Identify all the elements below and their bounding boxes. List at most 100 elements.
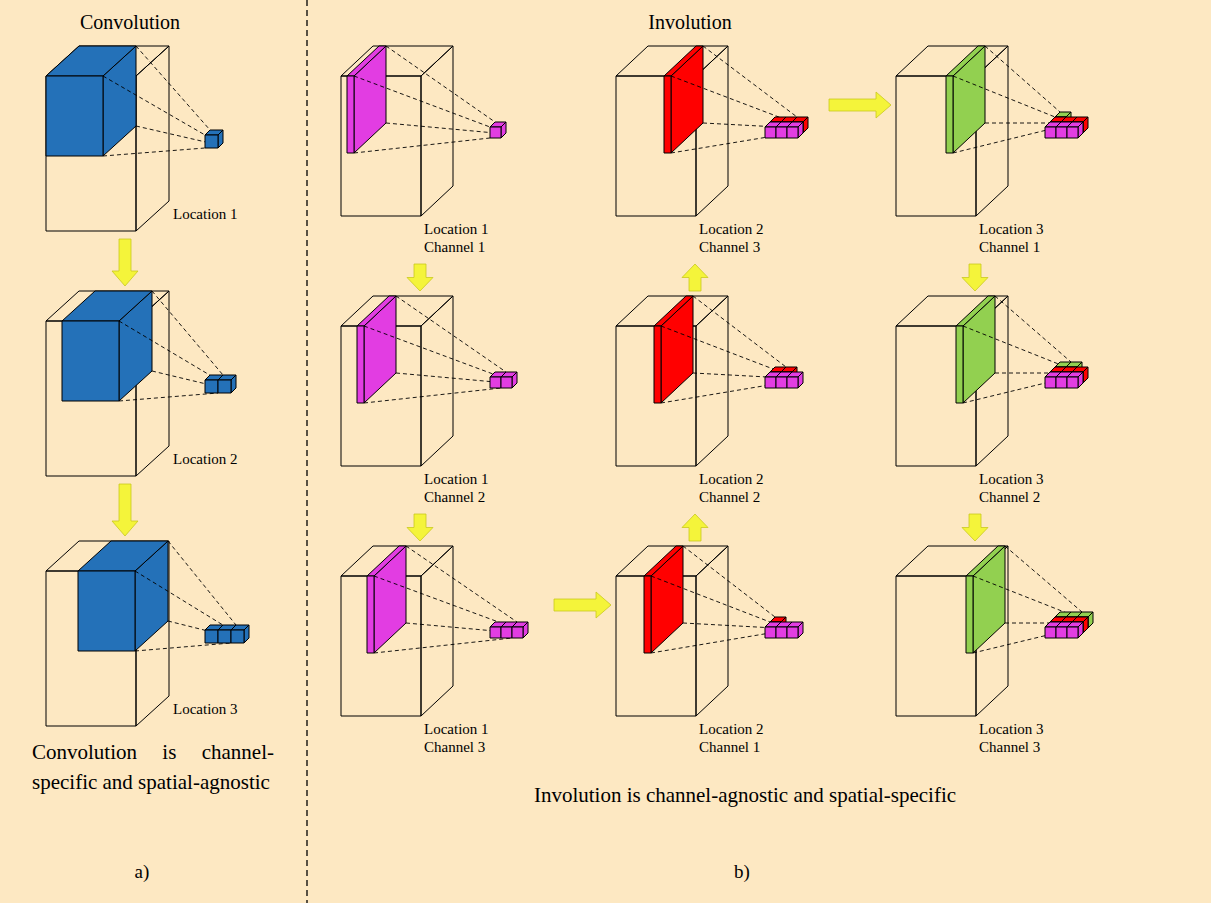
projection-line <box>1005 546 1082 612</box>
tensor-illustration <box>615 545 825 720</box>
feature-cube <box>896 546 1093 716</box>
tensor-node: Location 2 Channel 3 <box>615 45 825 260</box>
feature-cube <box>46 291 236 476</box>
projection-line <box>661 383 781 403</box>
tensor-illustration <box>895 295 1105 470</box>
kernel-slice-top <box>347 46 386 76</box>
kernel-slice-top <box>357 296 396 326</box>
projection-line <box>995 296 1071 362</box>
feature-cube <box>616 546 803 716</box>
flow-arrow <box>829 92 891 118</box>
flow-arrow <box>554 592 611 618</box>
output-cube-front <box>501 627 512 638</box>
location-label: Location 2 <box>173 450 238 468</box>
projection-line <box>374 638 512 653</box>
output-cube-top <box>1077 612 1093 617</box>
kernel-slice-front <box>654 326 661 403</box>
kernel-slice-front <box>644 576 651 653</box>
location-label: Location 3 Channel 1 <box>979 220 1061 256</box>
flow-arrow <box>962 264 988 291</box>
output-cube-front <box>1045 127 1056 138</box>
panel-title: Convolution <box>30 10 230 35</box>
kernel-slice-side <box>953 46 985 153</box>
location-label: Location 2 Channel 3 <box>699 220 781 256</box>
flow-arrow <box>682 264 708 291</box>
tensor-illustration <box>895 45 1105 220</box>
kernel-slice-side <box>354 46 386 153</box>
output-cube-front <box>218 630 231 643</box>
feature-cube <box>341 46 506 216</box>
projection-line <box>973 628 1077 653</box>
kernel-slice-top <box>367 546 406 576</box>
tensor-node: Location 2 Channel 2 <box>615 295 825 510</box>
location-label: Location 1 Channel 1 <box>424 220 506 256</box>
projection-line <box>683 623 775 628</box>
output-cube-top <box>1072 117 1088 122</box>
output-cube-front <box>490 627 501 638</box>
output-cube-top <box>1072 617 1088 622</box>
kernel-slice-side <box>651 546 683 653</box>
kernel-slice-front <box>664 76 671 153</box>
feature-cube <box>616 46 808 216</box>
tensor-outline-side <box>136 541 169 726</box>
kernel-block-front <box>46 76 103 156</box>
location-label: Location 3 Channel 3 <box>979 720 1061 756</box>
projection-line <box>963 378 1066 403</box>
kernel-slice-front <box>367 576 374 653</box>
output-cube-top <box>781 367 797 372</box>
output-cube-front <box>231 630 244 643</box>
tensor-outline-top <box>46 46 169 76</box>
panel-title-holder: Convolution <box>30 10 230 35</box>
projection-line <box>953 128 1055 153</box>
tensor-outline-top <box>616 46 728 76</box>
panel-caption: Involution is channel-agnostic and spati… <box>380 782 1110 808</box>
kernel-slice-front <box>946 76 953 153</box>
projection-line <box>703 46 797 117</box>
projection-line <box>103 76 205 135</box>
tensor-node: Location 2 <box>45 290 260 480</box>
kernel-slice-top <box>956 296 995 326</box>
projection-line <box>135 571 231 630</box>
kernel-slice-top <box>664 46 703 76</box>
flow-arrow <box>112 484 138 536</box>
tensor-illustration <box>895 545 1105 720</box>
tensor-node: Location 3 Channel 3 <box>895 545 1105 760</box>
output-cube-front <box>490 127 501 138</box>
tensor-illustration <box>340 45 550 220</box>
subfigure-letter: b) <box>722 860 762 884</box>
kernel-slice-top <box>654 296 693 326</box>
panel-divider <box>306 0 307 903</box>
tensor-illustration <box>615 45 825 220</box>
output-cube-top <box>1072 367 1088 372</box>
subfigure-letter: a) <box>122 860 162 884</box>
panel-caption: Convolution is channel-specific and spat… <box>32 737 274 797</box>
projection-line <box>374 576 512 627</box>
output-cube-front <box>1056 377 1067 388</box>
feature-cube <box>616 296 803 466</box>
tensor-node: Location 3 Channel 1 <box>895 45 1105 260</box>
kernel-slice-top <box>946 46 985 76</box>
projection-line <box>651 633 770 653</box>
output-cube-front <box>765 627 776 638</box>
output-cube-top <box>1067 622 1083 627</box>
tensor-node: Location 3 Channel 2 <box>895 295 1105 510</box>
kernel-slice-top <box>966 546 1005 576</box>
location-label: Location 2 Channel 1 <box>699 720 781 756</box>
output-cube-front <box>765 127 776 138</box>
kernel-block-top <box>46 46 136 76</box>
output-cube-front <box>776 377 787 388</box>
projection-line <box>354 138 490 153</box>
location-label: Location 3 Channel 2 <box>979 470 1061 506</box>
kernel-slice-front <box>966 576 973 653</box>
output-cube-top <box>490 122 506 127</box>
projection-line <box>963 326 1066 367</box>
tensor-illustration <box>340 545 550 720</box>
projection-line <box>953 76 1055 117</box>
projection-line <box>671 76 792 122</box>
kernel-slice-side <box>374 546 406 653</box>
output-cube-front <box>1067 377 1078 388</box>
output-cube-top <box>1067 122 1083 127</box>
output-cube-front <box>787 627 798 638</box>
tensor-outline-top <box>341 296 453 326</box>
kernel-slice-top <box>644 546 683 576</box>
